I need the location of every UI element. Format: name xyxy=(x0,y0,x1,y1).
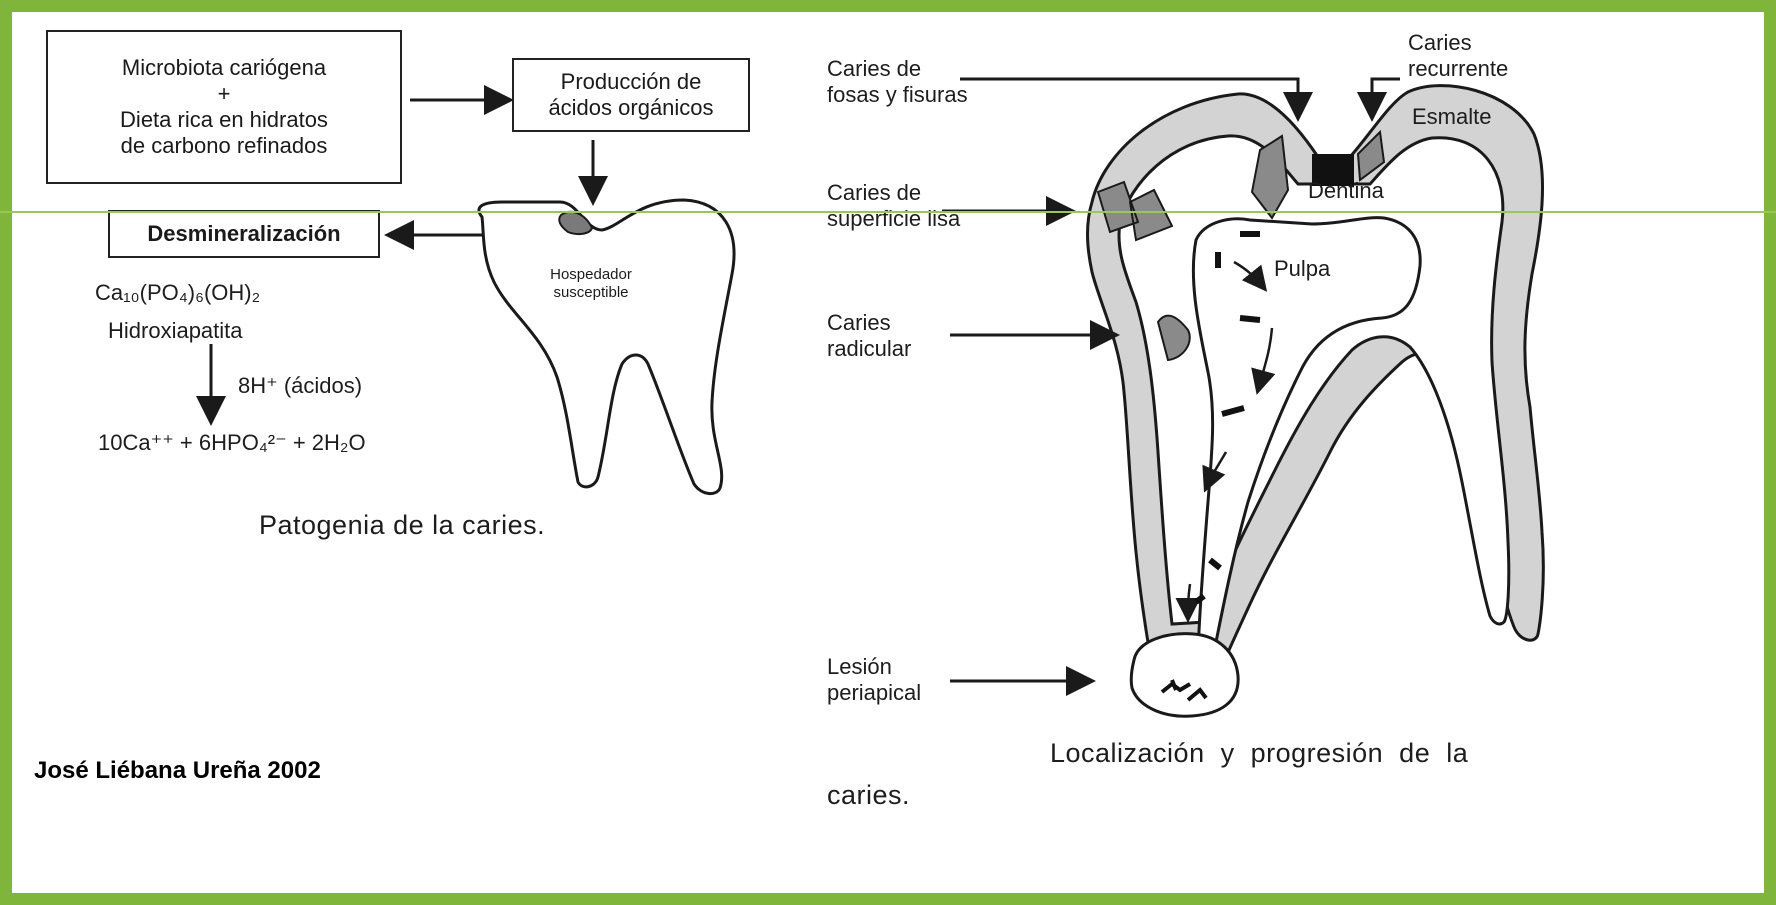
caption-localizacion-line2: caries. xyxy=(827,782,910,808)
tooth-label-hospedador: Hospedador susceptible xyxy=(526,266,656,302)
caption-patogenia: Patogenia de la caries. xyxy=(259,512,545,538)
highlight-line xyxy=(0,211,1776,213)
box-acidos: Producción de ácidos orgánicos xyxy=(512,58,750,132)
reaction-products: 10Ca⁺⁺ + 6HPO₄²⁻ + 2H₂O xyxy=(98,430,366,456)
reaction-label: 8H⁺ (ácidos) xyxy=(238,373,362,399)
label-fosas: Caries de fosas y fisuras xyxy=(827,56,968,108)
box-desmineralizacion: Desmineralización xyxy=(108,210,380,258)
box-microbiota: Microbiota cariógena + Dieta rica en hid… xyxy=(46,30,402,184)
label-dentina: Dentina xyxy=(1308,178,1384,204)
periapical-lesion xyxy=(1131,634,1238,717)
label-lisa: Caries de superficie lisa xyxy=(827,180,960,232)
slide: Microbiota cariógena + Dieta rica en hid… xyxy=(12,12,1764,893)
left-tooth-outline xyxy=(479,200,734,494)
label-pulpa: Pulpa xyxy=(1274,256,1330,282)
formula-hidroxiapatita: Ca₁₀(PO₄)₆(OH)₂ xyxy=(95,280,260,306)
label-periapical: Lesión periapical xyxy=(827,654,921,706)
label-recurrente: Caries recurrente xyxy=(1408,30,1508,82)
right-tooth-dentin xyxy=(1119,136,1509,624)
label-esmalte: Esmalte xyxy=(1412,104,1491,130)
caption-localizacion-line1: Localización y progresión de la xyxy=(1050,740,1468,766)
formula-name: Hidroxiapatita xyxy=(108,318,243,344)
author-credit: José Liébana Ureña 2002 xyxy=(34,758,321,784)
label-radicular: Caries radicular xyxy=(827,310,911,362)
